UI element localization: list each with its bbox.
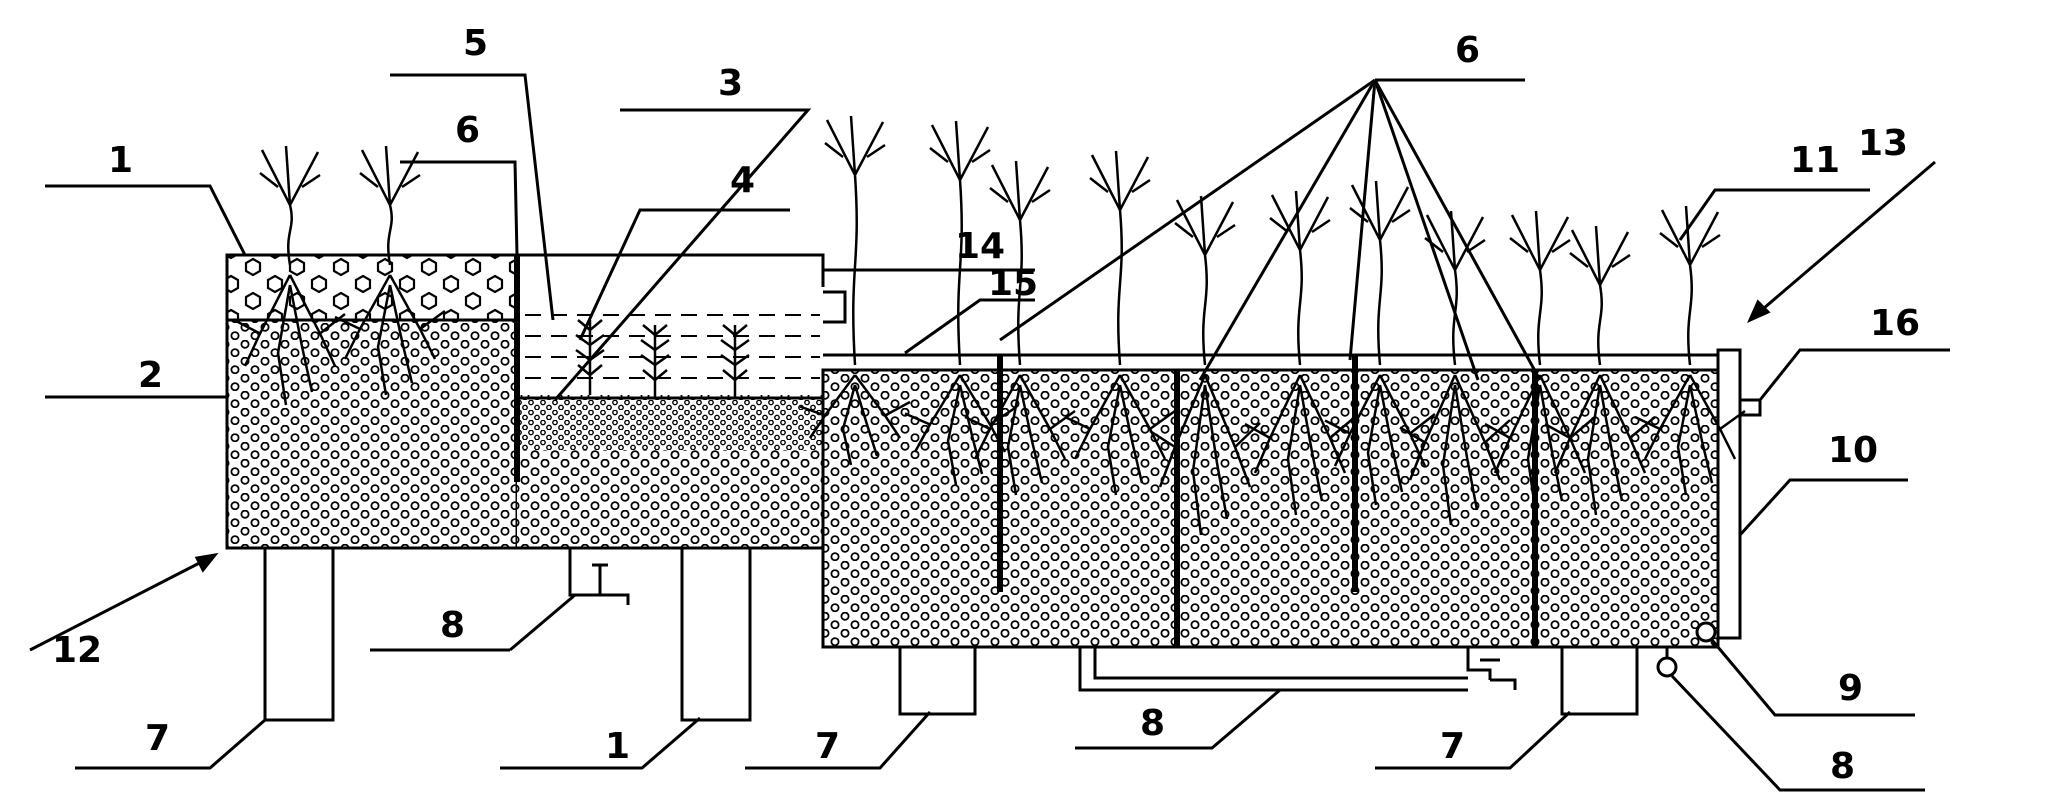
plant-with-roots (1324, 180, 1436, 506)
riser-pipe (1716, 348, 1742, 640)
plant-stroke (1484, 210, 1596, 516)
label-8-right: 8 (1830, 746, 1855, 787)
label-13: 13 (1858, 123, 1908, 164)
water-surface (525, 314, 820, 379)
support-left (263, 546, 335, 722)
label-10: 10 (1828, 430, 1878, 471)
plant-stroke (1244, 190, 1356, 516)
label-6-left: 6 (455, 110, 480, 151)
plant-with-roots (1064, 150, 1176, 496)
plant-stroke (964, 160, 1076, 496)
outlet-16 (1740, 398, 1762, 417)
drain-pipe-right (1078, 647, 1517, 692)
label-7-mid: 7 (815, 726, 840, 767)
label-12: 12 (52, 630, 102, 671)
supports (263, 546, 1639, 722)
label-9: 9 (1838, 668, 1863, 709)
label-5: 5 (463, 23, 488, 64)
label-2: 2 (138, 355, 163, 396)
label-16: 16 (1870, 303, 1920, 344)
left-medium-layer (225, 318, 519, 550)
plant-stroke (1149, 195, 1261, 536)
support-middle (680, 546, 752, 722)
label-1-bottom: 1 (605, 726, 630, 767)
support-right-1 (898, 645, 977, 716)
label-11: 11 (1790, 140, 1840, 181)
overflow-pipe (823, 290, 847, 324)
plant-stroke (334, 145, 446, 396)
label-8-mid: 8 (1140, 703, 1165, 744)
label-14: 14 (955, 226, 1005, 267)
label-4: 4 (730, 160, 755, 201)
plant-with-roots (1634, 205, 1746, 496)
label-15: 15 (988, 263, 1038, 304)
label-6-right: 6 (1455, 30, 1480, 71)
plant-with-roots (1244, 190, 1356, 516)
plant-stroke (1544, 225, 1656, 516)
plant-stroke (799, 115, 911, 466)
plant-stroke (234, 145, 346, 406)
label-3: 3 (718, 63, 743, 104)
label-1-top: 1 (108, 140, 133, 181)
label-8-left: 8 (440, 605, 465, 646)
plant-with-roots (964, 160, 1076, 496)
support-right-2 (1560, 645, 1639, 716)
plant-with-roots (799, 115, 911, 466)
label-7-right: 7 (1440, 726, 1465, 767)
plant-with-roots (1484, 210, 1596, 516)
plant-with-roots (234, 145, 346, 406)
plant-with-roots (1149, 195, 1261, 536)
plant-stroke (1324, 180, 1436, 506)
label-7-left: 7 (145, 718, 170, 759)
valve-9 (1695, 621, 1717, 643)
drain-valve-left (568, 548, 630, 605)
plant-stroke (1634, 205, 1746, 496)
leader-lines (29, 73, 1950, 792)
submerged-plants (575, 319, 750, 398)
plant-with-roots (1544, 225, 1656, 516)
plant-with-roots (334, 145, 446, 396)
plant-stroke (1064, 150, 1176, 496)
middle-pond (517, 253, 847, 550)
labels: 1 2 3 4 5 6 6 7 1 7 7 8 8 8 9 10 11 12 1… (52, 23, 1920, 787)
sediment-layer (517, 398, 823, 450)
top-coarse-layer (225, 253, 519, 322)
outlet-riser (1656, 348, 1762, 678)
left-bed (225, 253, 519, 550)
valve-8 (1656, 656, 1678, 678)
